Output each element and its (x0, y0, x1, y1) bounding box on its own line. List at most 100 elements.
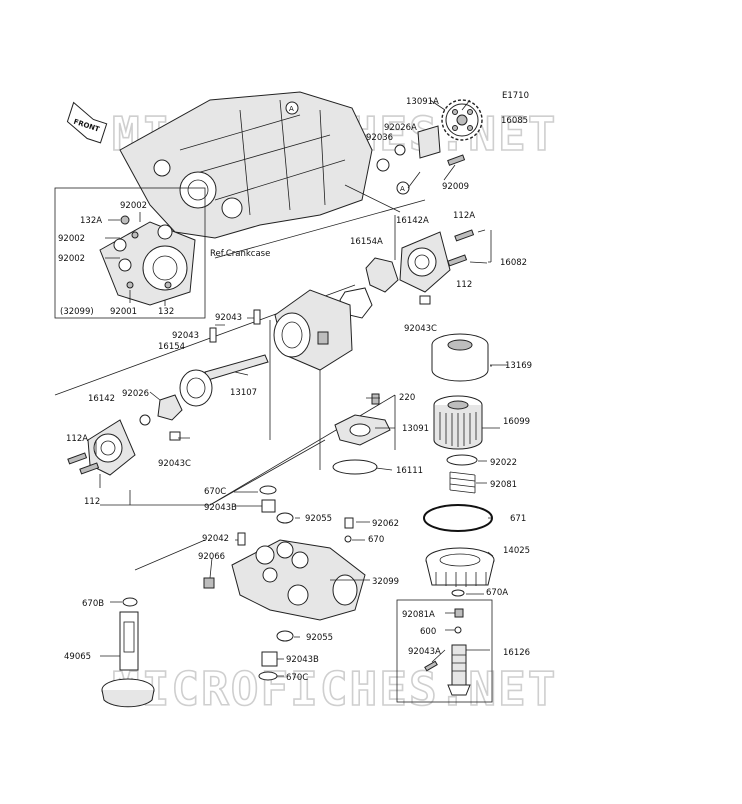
label-92055-upper: 92055 (305, 514, 332, 524)
label-13107: 13107 (230, 388, 257, 398)
label-92002-c: 92002 (58, 254, 85, 264)
relief-valve-inset (396, 599, 493, 703)
pump-plate-right (399, 231, 451, 293)
oring-670 (344, 535, 352, 543)
label-92081a: 92081A (402, 610, 435, 620)
label-132: 132 (158, 307, 174, 317)
washer-92026 (139, 414, 151, 426)
label-32099-box: (32099) (60, 307, 94, 317)
collar-92043b-lower (261, 651, 278, 667)
label-670b: 670B (82, 599, 104, 609)
oil-pipe-49065 (101, 611, 155, 708)
bolt-92009 (447, 154, 466, 166)
bolt-112a-left (67, 452, 88, 465)
label-92062: 92062 (372, 519, 399, 529)
label-92043-b: 92043 (172, 331, 199, 341)
label-112-left: 112 (84, 497, 100, 507)
pin-92043-upper (253, 309, 261, 325)
label-670c-upper: 670C (204, 487, 226, 497)
label-16154: 16154 (158, 342, 185, 352)
label-112a-right: 112A (453, 211, 475, 221)
label-92043a: 92043A (408, 647, 441, 657)
label-92081: 92081 (490, 480, 517, 490)
oring-670b (122, 597, 138, 607)
bolt-112a-right (454, 229, 475, 242)
oring-670a (451, 589, 465, 597)
label-92042: 92042 (202, 534, 229, 544)
pin-92043-lower (209, 327, 217, 343)
crankcase-reference (119, 91, 373, 239)
bolt-220 (371, 393, 380, 405)
label-92043b-upper: 92043B (204, 503, 237, 513)
bolt-112-left (79, 462, 100, 475)
label-32099: 32099 (372, 577, 399, 587)
gear-16085 (441, 99, 483, 141)
label-92043b-lower: 92043B (286, 655, 319, 665)
front-arrow-icon: FRONT (66, 101, 108, 144)
label-13091a: 13091A (406, 97, 439, 107)
label-16126: 16126 (503, 648, 530, 658)
label-92002-a: 92002 (120, 201, 147, 211)
label-132a: 132A (80, 216, 102, 226)
label-670: 670 (368, 535, 384, 545)
label-92026a: 92026A (384, 123, 417, 133)
collar-92043b-upper (261, 499, 276, 513)
label-220: 220 (399, 393, 415, 403)
label-16142a: 16142A (396, 216, 429, 226)
callout-a-bottom-label: A (400, 185, 405, 193)
washer-92022 (446, 454, 478, 466)
label-16154a: 16154A (350, 237, 383, 247)
label-670a: 670A (486, 588, 508, 598)
plug-92062 (344, 517, 354, 529)
label-112a-left: 112A (66, 434, 88, 444)
label-16111: 16111 (396, 466, 423, 476)
label-92036: 92036 (366, 133, 393, 143)
washer-92026a (394, 144, 406, 156)
label-600: 600 (420, 627, 436, 637)
label-671: 671 (510, 514, 526, 524)
callout-a-bottom (396, 181, 410, 195)
gasket-16111 (332, 459, 378, 475)
washer-92055-upper (276, 512, 294, 524)
label-49065: 49065 (64, 652, 91, 662)
plug-92066 (203, 577, 215, 589)
oring-670c-lower (258, 671, 278, 681)
label-92001: 92001 (110, 307, 137, 317)
bolt-112-right (447, 254, 468, 267)
label-92043-a: 92043 (215, 313, 242, 323)
oil-filter-16099 (433, 395, 483, 450)
label-14025: 14025 (503, 546, 530, 556)
pump-body-32099 (231, 539, 366, 621)
label-92009: 92009 (442, 182, 469, 192)
label-13169: 13169 (505, 361, 532, 371)
label-92022: 92022 (490, 458, 517, 468)
label-670c-lower: 670C (286, 673, 308, 683)
oring-92036 (376, 158, 390, 172)
callout-a-top-label: A (289, 105, 294, 113)
ball-600 (454, 626, 462, 634)
filter-cover-13169 (431, 333, 489, 382)
spring-92081a (454, 608, 464, 618)
label-112-right: 112 (456, 280, 472, 290)
label-16099: 16099 (503, 417, 530, 427)
oil-pump-cover (99, 215, 196, 306)
pump-plate-left (87, 419, 136, 476)
label-92026: 92026 (122, 389, 149, 399)
oring-671 (423, 504, 493, 532)
pin-92043c-right (419, 295, 431, 305)
oil-pump-cover-inset (54, 187, 206, 319)
label-92002-b: 92002 (58, 234, 85, 244)
label-16142: 16142 (88, 394, 115, 404)
rotor-16154 (157, 369, 213, 421)
ref-crankcase-label: Ref.Crankcase (210, 249, 270, 259)
filter-cap-13091 (334, 414, 391, 446)
relief-valve-16126 (447, 644, 471, 696)
label-92055-lower: 92055 (306, 633, 333, 643)
diagram-code: E1710 (502, 91, 529, 101)
spring-92081 (449, 471, 476, 494)
shaft-13091a (417, 125, 441, 159)
label-92043c-right: 92043C (404, 324, 437, 334)
label-16085: 16085 (501, 116, 528, 126)
